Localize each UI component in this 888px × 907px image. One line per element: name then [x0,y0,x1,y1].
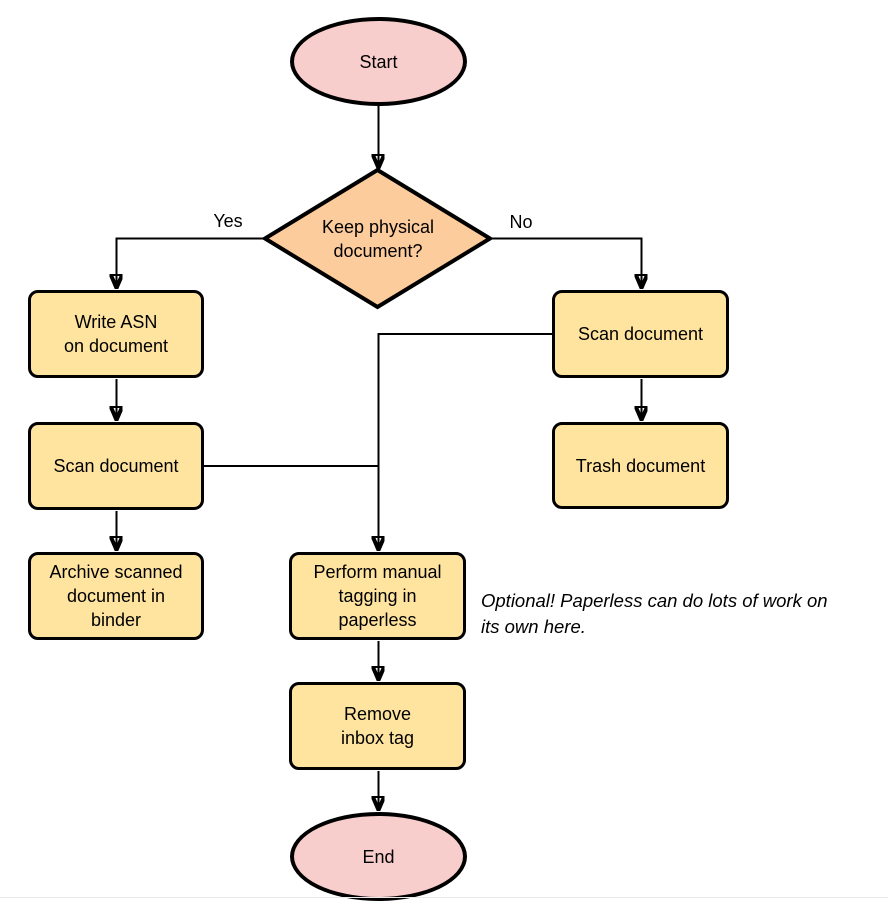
node-trash-label: Trash document [575,455,706,476]
edge-scan-right-to-tagging [379,333,552,550]
bottom-divider [0,897,888,898]
node-scan-right-label: Scan document [577,324,704,344]
node-trash: Trash document [552,422,729,509]
node-write-asn-label: Write ASN on document [63,312,169,356]
decision-diamond-shape [261,167,494,310]
edge-decision-no-to-scan-right [491,237,642,289]
node-end: End [290,812,467,901]
edge-label-yes: Yes [198,211,258,231]
node-write-asn: Write ASN on document [28,290,204,378]
node-decision: Keep physical document? [258,166,498,311]
node-archive: Archive scanned document in binder [28,552,204,640]
node-scan-left: Scan document [28,422,204,510]
node-remove-inbox-label: Remove inbox tag [340,704,415,748]
edge-decision-yes-to-write-asn [117,237,265,289]
node-end-label: End [362,846,395,867]
node-decision-label: Keep physical document? [321,216,435,261]
node-tagging: Perform manual tagging in paperless [289,552,466,640]
node-start-label: Start [359,51,398,72]
node-remove-inbox: Remove inbox tag [289,682,466,770]
edge-label-no: No [491,212,551,232]
node-start: Start [290,17,467,106]
node-archive-label: Archive scanned document in binder [49,562,183,630]
optional-note: Optional! Paperless can do lots of work … [481,590,828,637]
node-scan-right: Scan document [552,290,729,378]
node-tagging-label: Perform manual tagging in paperless [313,562,442,630]
node-scan-left-label: Scan document [53,456,179,476]
